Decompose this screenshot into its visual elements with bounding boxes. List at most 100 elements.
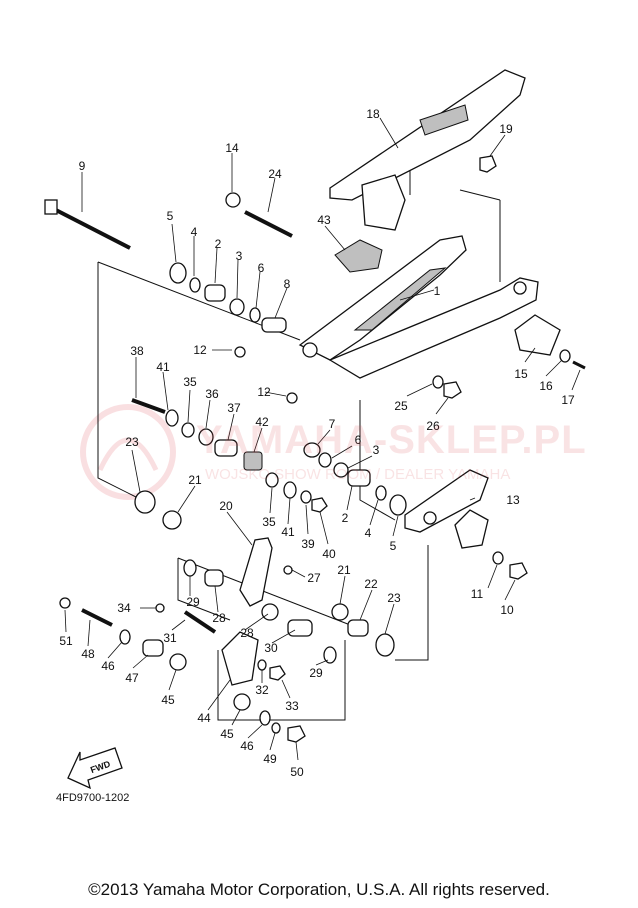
part-label-38: 38 [130,344,144,358]
part-label-31: 31 [163,631,177,645]
connecting-rod-44 [221,631,259,686]
seal-23 [134,490,156,514]
fitting-12a [234,346,246,358]
part-label-20: 20 [219,499,233,513]
relay-arm-hole [423,511,437,525]
watermark-emblem-fork [97,437,159,472]
bolt-17 [572,360,586,370]
bolt-31 [183,610,217,634]
washer-4 [189,277,201,293]
washer-4b [375,485,387,501]
part-label-21: 21 [188,473,202,487]
copyright-notice: ©2013 Yamaha Motor Corporation, U.S.A. A… [88,880,550,899]
chain-guard-flap [361,174,406,231]
part-label-1: 1 [434,284,441,298]
washer-35 [181,422,195,438]
part-label-36: 36 [205,387,219,401]
washer-46b [259,710,271,726]
bolt-9 [51,206,131,250]
part-label-4b: 4 [365,526,372,540]
bearing-42 [243,451,263,471]
part-label-45b: 45 [220,727,234,741]
part-label-12: 12 [193,343,207,357]
nut-50 [287,725,306,743]
bearing-3 [229,298,245,316]
chain-guard-ridge [419,104,469,136]
part-label-9: 9 [79,159,86,173]
part-label-15: 15 [514,367,528,381]
seal-23b [375,633,395,657]
part-label-51: 51 [59,634,73,648]
part-label-32: 32 [255,683,269,697]
fitting-34 [155,603,165,613]
collar-2b [347,469,371,487]
nut-10 [509,562,528,580]
part-label-8: 8 [284,277,291,291]
part-label-41: 41 [156,360,170,374]
part-label-39: 39 [301,537,315,551]
frame-box-left [97,262,139,499]
collar-30 [287,619,313,637]
frame-box-right [395,545,429,661]
nut-26 [443,381,462,399]
swing-arm-pivot [302,342,318,358]
part-label-48: 48 [81,647,95,661]
part-label-49: 49 [263,752,277,766]
washer-41b [283,481,297,499]
part-label-47: 47 [125,671,139,685]
swing-arm-rear [328,277,539,379]
part-label-23b: 23 [387,591,401,605]
part-label-2b: 2 [342,511,349,525]
part-label-25: 25 [394,399,408,413]
part-label-50: 50 [290,765,304,779]
bearing-3b [333,462,349,478]
washer-39 [300,490,312,504]
washer-46 [119,629,131,645]
part-label-27: 27 [307,571,321,585]
watermark-emblem [80,404,176,500]
fitting-12b [286,392,298,404]
part-label-11: 11 [471,587,484,601]
washer-49 [271,722,281,734]
seal-5b [389,494,407,516]
part-label-13: 13 [506,493,520,507]
washer-6 [249,307,261,323]
part-label-44: 44 [197,711,211,725]
bolt-24 [244,210,293,238]
part-label-22: 22 [364,577,378,591]
collar-2 [204,284,226,302]
frame-box-mid [177,558,231,621]
part-label-35b: 35 [262,515,276,529]
bolt-9-head [44,199,58,215]
collar-47 [142,639,164,657]
washer-29b [323,646,337,664]
chain-guard [329,69,526,201]
part-label-41b: 41 [281,525,295,539]
fwd-arrow-icon: FWD [67,747,123,790]
nut-33 [269,665,286,681]
seal-5 [169,262,187,284]
leader-lines [64,117,581,761]
washer-25 [432,375,444,389]
part-label-45: 45 [161,693,175,707]
part-label-29: 29 [186,595,200,609]
part-label-10: 10 [500,603,514,617]
part-label-7: 7 [329,417,336,431]
part-label-5: 5 [167,209,174,223]
washer-29 [183,559,197,577]
part-label-34: 34 [117,601,131,615]
bolt-38 [131,398,166,414]
frame-link-2 [459,189,501,201]
washer-16 [559,349,571,363]
bush-28b [261,603,279,621]
bolt-19 [479,155,497,173]
relay-arm-bracket [454,509,489,549]
part-label-46: 46 [101,659,115,673]
part-label-37: 37 [227,401,241,415]
part-label-16: 16 [539,379,553,393]
washer-7 [303,442,321,458]
diagram-code: 4FD9700-1202 [56,792,130,804]
frame-box-right-upper [359,400,396,521]
part-label-2: 2 [215,237,222,251]
